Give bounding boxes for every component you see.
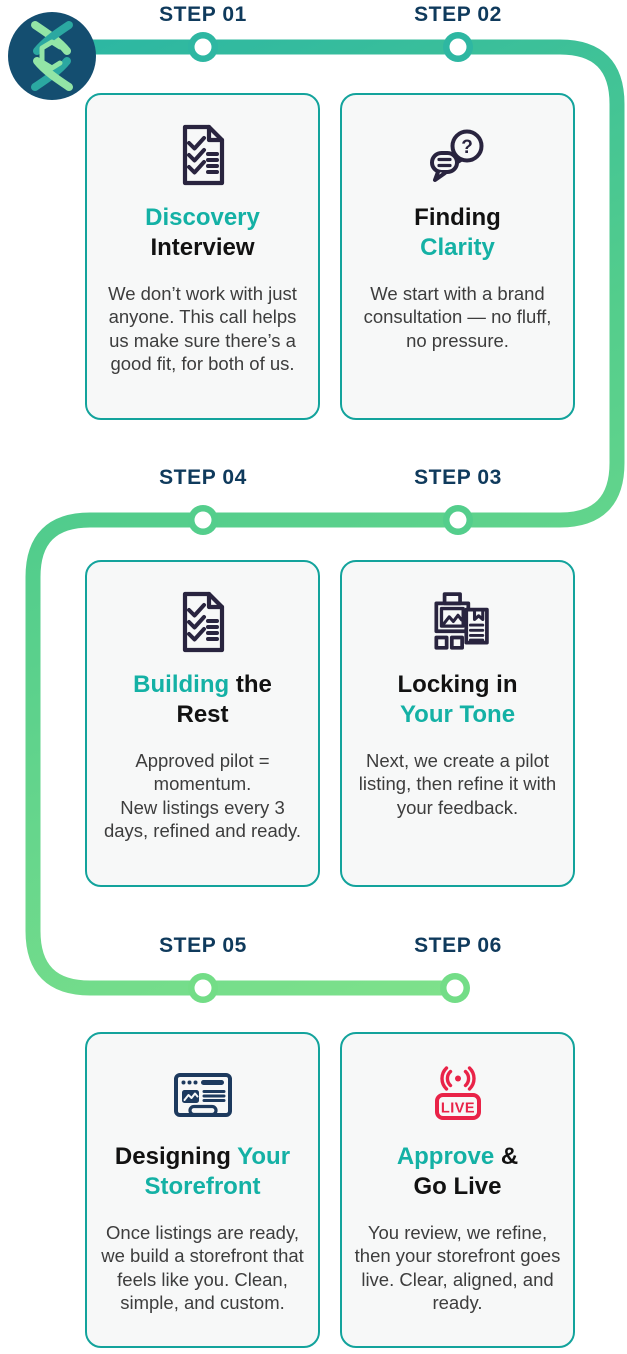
storefront-icon [171, 1060, 235, 1128]
step-label-04: STEP 04 [159, 466, 247, 489]
title-segment: Discovery [145, 204, 260, 231]
checklist-icon [174, 121, 232, 189]
process-card-step-06: LIVE Approve & Go Live You review, we ref… [340, 1032, 575, 1348]
card-title: Approve & Go Live [397, 1142, 518, 1202]
step-node-4 [188, 505, 218, 535]
title-segment: the [235, 671, 272, 698]
checklist-icon [174, 588, 232, 656]
step-label-06: STEP 06 [414, 934, 502, 957]
title-segment: Go Live [413, 1173, 502, 1200]
card-body: Next, we create a pilot listing, then re… [358, 750, 557, 818]
title-segment: Interview [150, 234, 255, 261]
live-badge-label: LIVE [440, 1101, 474, 1117]
brand-logo-dna-icon [8, 12, 96, 100]
card-body: We start with a brand consultation — no … [363, 283, 552, 351]
title-segment: Rest [176, 701, 229, 728]
step-node-1 [188, 32, 218, 62]
step-node-6 [440, 973, 470, 1003]
svg-text:?: ? [461, 137, 473, 158]
card-title: Locking in Your Tone [398, 670, 518, 730]
title-segment: Designing [114, 1143, 238, 1170]
card-body: Approved pilot = momentum. New listings … [103, 750, 302, 842]
title-segment: Building [133, 671, 236, 698]
card-body: You review, we refine, then your storefr… [354, 1222, 561, 1314]
card-body: We don’t work with just anyone. This cal… [108, 283, 297, 375]
step-label-01: STEP 01 [159, 3, 247, 26]
step-label-03: STEP 03 [414, 466, 502, 489]
chat-question-icon: ? [426, 121, 490, 189]
title-segment: Your Tone [399, 701, 516, 728]
process-card-step-03: Locking in Your Tone Next, we create a pi… [340, 560, 575, 887]
title-segment: Finding [414, 204, 501, 231]
listing-icon [427, 588, 489, 656]
card-body: Once listings are ready, we build a stor… [101, 1222, 304, 1314]
step-node-5 [188, 973, 218, 1003]
title-segment: Locking in [397, 671, 518, 698]
step-node-2 [443, 32, 473, 62]
title-segment: Storefront [144, 1173, 261, 1200]
title-segment: & [500, 1143, 519, 1170]
step-node-3 [443, 505, 473, 535]
title-segment: Your [237, 1143, 291, 1170]
live-icon: LIVE [426, 1060, 490, 1128]
title-segment: Approve [396, 1143, 501, 1170]
title-segment: Clarity [420, 234, 495, 261]
step-label-02: STEP 02 [414, 3, 502, 26]
step-label-05: STEP 05 [159, 934, 247, 957]
